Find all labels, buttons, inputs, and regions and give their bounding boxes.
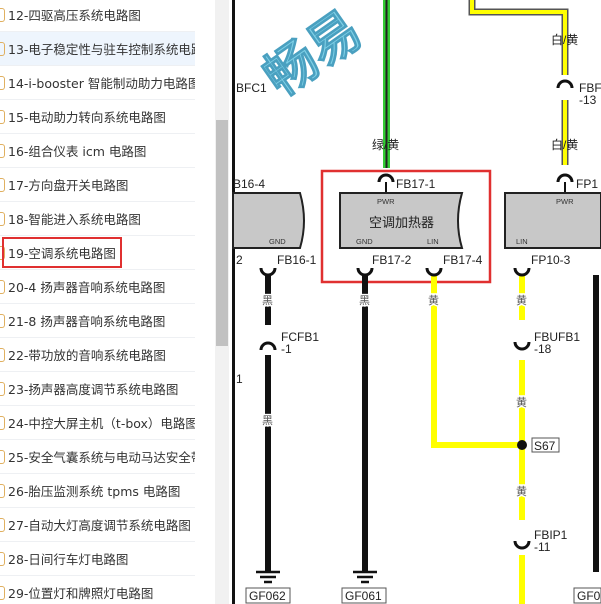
connector-label: FBIP1 [534, 528, 568, 542]
document-icon [0, 551, 5, 566]
document-icon [0, 109, 5, 124]
pin-label: PWR [377, 197, 395, 206]
connector-label: FB16-1 [277, 253, 317, 267]
sidebar-item[interactable]: 16-组合仪表 icm 电路图 [0, 134, 195, 168]
sidebar-item-label: 25-安全气囊系统与电动马达安全带 r [8, 450, 195, 465]
ground-label: GF061 [345, 589, 382, 603]
component-name: 空调加热器 [369, 215, 434, 230]
document-icon [0, 449, 5, 464]
sidebar-item[interactable]: 20-4 扬声器音响系统电路图 [0, 270, 195, 304]
sidebar-item[interactable]: 12-四驱高压系统电路图 [0, 0, 195, 32]
connector-label: 2 [236, 253, 243, 267]
pin-label: PWR [556, 197, 574, 206]
sidebar-item-label: 26-胎压监测系统 tpms 电路图 [8, 484, 181, 499]
sidebar-item-label: 12-四驱高压系统电路图 [8, 8, 141, 23]
connector-label: FBUFB1 [534, 330, 580, 344]
sidebar-item[interactable]: 29-位置灯和牌照灯电路图 [0, 576, 195, 604]
sidebar-item-label: 29-位置灯和牌照灯电路图 [8, 586, 154, 601]
sidebar-item[interactable]: 17-方向盘开关电路图 [0, 168, 195, 202]
sidebar-item-label: 15-电动助力转向系统电路图 [8, 110, 166, 125]
connector-label: BFC1 [236, 81, 267, 95]
sidebar-item[interactable]: 14-i-booster 智能制动助力电路图 [0, 66, 195, 100]
document-icon [0, 41, 5, 56]
wire-label: 黄 [516, 293, 527, 307]
document-icon [0, 177, 5, 192]
sidebar-item[interactable]: 25-安全气囊系统与电动马达安全带 r [0, 440, 195, 474]
document-icon [0, 143, 5, 158]
wire-label: 黑 [262, 414, 273, 427]
document-icon [0, 415, 5, 430]
sidebar-item-label: 22-带功放的音响系统电路图 [8, 348, 166, 363]
connector-label: B16-4 [233, 177, 265, 191]
connector-label: -18 [534, 342, 552, 356]
document-icon [0, 483, 5, 498]
connector-label: FB17-4 [443, 253, 483, 267]
sidebar-list: 12-四驱高压系统电路图 13-电子稳定性与驻车控制系统电路图 14-i-boost… [0, 0, 215, 604]
document-icon [0, 347, 5, 362]
sidebar-item-label: 19-空调系统电路图 [2, 237, 122, 268]
sidebar-item-label: 16-组合仪表 icm 电路图 [8, 144, 147, 159]
connector-label: FB17-1 [396, 177, 436, 191]
document-icon [0, 245, 5, 260]
document-icon [0, 211, 5, 226]
document-icon [0, 517, 5, 532]
sidebar-item[interactable]: 21-8 扬声器音响系统电路图 [0, 304, 195, 338]
wire-label: 白/黄 [551, 32, 578, 47]
wire-label: 绿/黄 [372, 137, 399, 152]
sidebar-item[interactable]: 13-电子稳定性与驻车控制系统电路图 [0, 32, 195, 66]
wire-label: 黑 [359, 294, 370, 307]
wire-label: 白/黄 [551, 137, 578, 152]
wire-label: 黄 [516, 395, 527, 409]
document-icon [0, 381, 5, 396]
sidebar-item[interactable]: 18-智能进入系统电路图 [0, 202, 195, 236]
sidebar-item[interactable]: 28-日间行车灯电路图 [0, 542, 195, 576]
document-icon [0, 313, 5, 328]
circuit-diagram: 畅易 绿/黄 白/黄 白/黄 FB17-1 B16-4 FP1 BFC1 FBF… [229, 0, 601, 604]
ground-label: GF0 [577, 589, 601, 603]
connector-label: FP10-3 [531, 253, 571, 267]
pin-label: LIN [427, 237, 439, 246]
sidebar-item[interactable]: 22-带功放的音响系统电路图 [0, 338, 195, 372]
highlight-box [320, 169, 492, 284]
connector-label: -11 [534, 540, 551, 554]
sidebar-item-label: 18-智能进入系统电路图 [8, 212, 141, 227]
sidebar-item-label: 13-电子稳定性与驻车控制系统电路图 [8, 42, 195, 57]
connector-label: FBF [579, 81, 601, 95]
document-icon [0, 7, 5, 22]
connector-label: -13 [579, 93, 597, 107]
connector-label: -1 [281, 342, 292, 356]
sidebar-item-label: 14-i-booster 智能制动助力电路图 [8, 76, 195, 91]
wire-label: 黄 [428, 293, 439, 307]
sidebar-item-label: 24-中控大屏主机（t-box）电路图 [8, 416, 195, 431]
connector-label: FB17-2 [372, 253, 412, 267]
wire-label: 黄 [516, 484, 527, 498]
scrollbar[interactable] [215, 0, 229, 604]
sidebar-item[interactable]: 24-中控大屏主机（t-box）电路图 [0, 406, 195, 440]
connector-label: FCFB1 [281, 330, 319, 344]
connector-label: 1 [236, 372, 243, 386]
pin-label: LIN [516, 237, 528, 246]
document-icon [0, 279, 5, 294]
document-icon [0, 585, 5, 600]
ground-label: GF062 [249, 589, 286, 603]
sidebar-item[interactable]: 19-空调系统电路图 [0, 236, 195, 270]
sidebar-item[interactable]: 27-自动大灯高度调节系统电路图 [0, 508, 195, 542]
pin-label: GND [356, 237, 373, 246]
sidebar-item-label: 27-自动大灯高度调节系统电路图 [8, 518, 191, 533]
sidebar-item[interactable]: 23-扬声器高度调节系统电路图 [0, 372, 195, 406]
scrollbar-thumb[interactable] [216, 120, 228, 346]
sidebar-item[interactable]: 15-电动助力转向系统电路图 [0, 100, 195, 134]
sidebar-item-label: 21-8 扬声器音响系统电路图 [8, 314, 166, 329]
sidebar-item-label: 20-4 扬声器音响系统电路图 [8, 280, 166, 295]
diagram-border [232, 0, 235, 604]
wire-label: 黑 [262, 294, 273, 307]
sidebar-item-label: 28-日间行车灯电路图 [8, 552, 129, 567]
splice-label: S67 [534, 439, 556, 453]
pin-label: GND [269, 237, 286, 246]
connector-label: FP1 [576, 177, 598, 191]
sidebar-item-label: 23-扬声器高度调节系统电路图 [8, 382, 179, 397]
sidebar-item[interactable]: 26-胎压监测系统 tpms 电路图 [0, 474, 195, 508]
sidebar-item-label: 17-方向盘开关电路图 [8, 178, 129, 193]
document-icon [0, 75, 5, 90]
